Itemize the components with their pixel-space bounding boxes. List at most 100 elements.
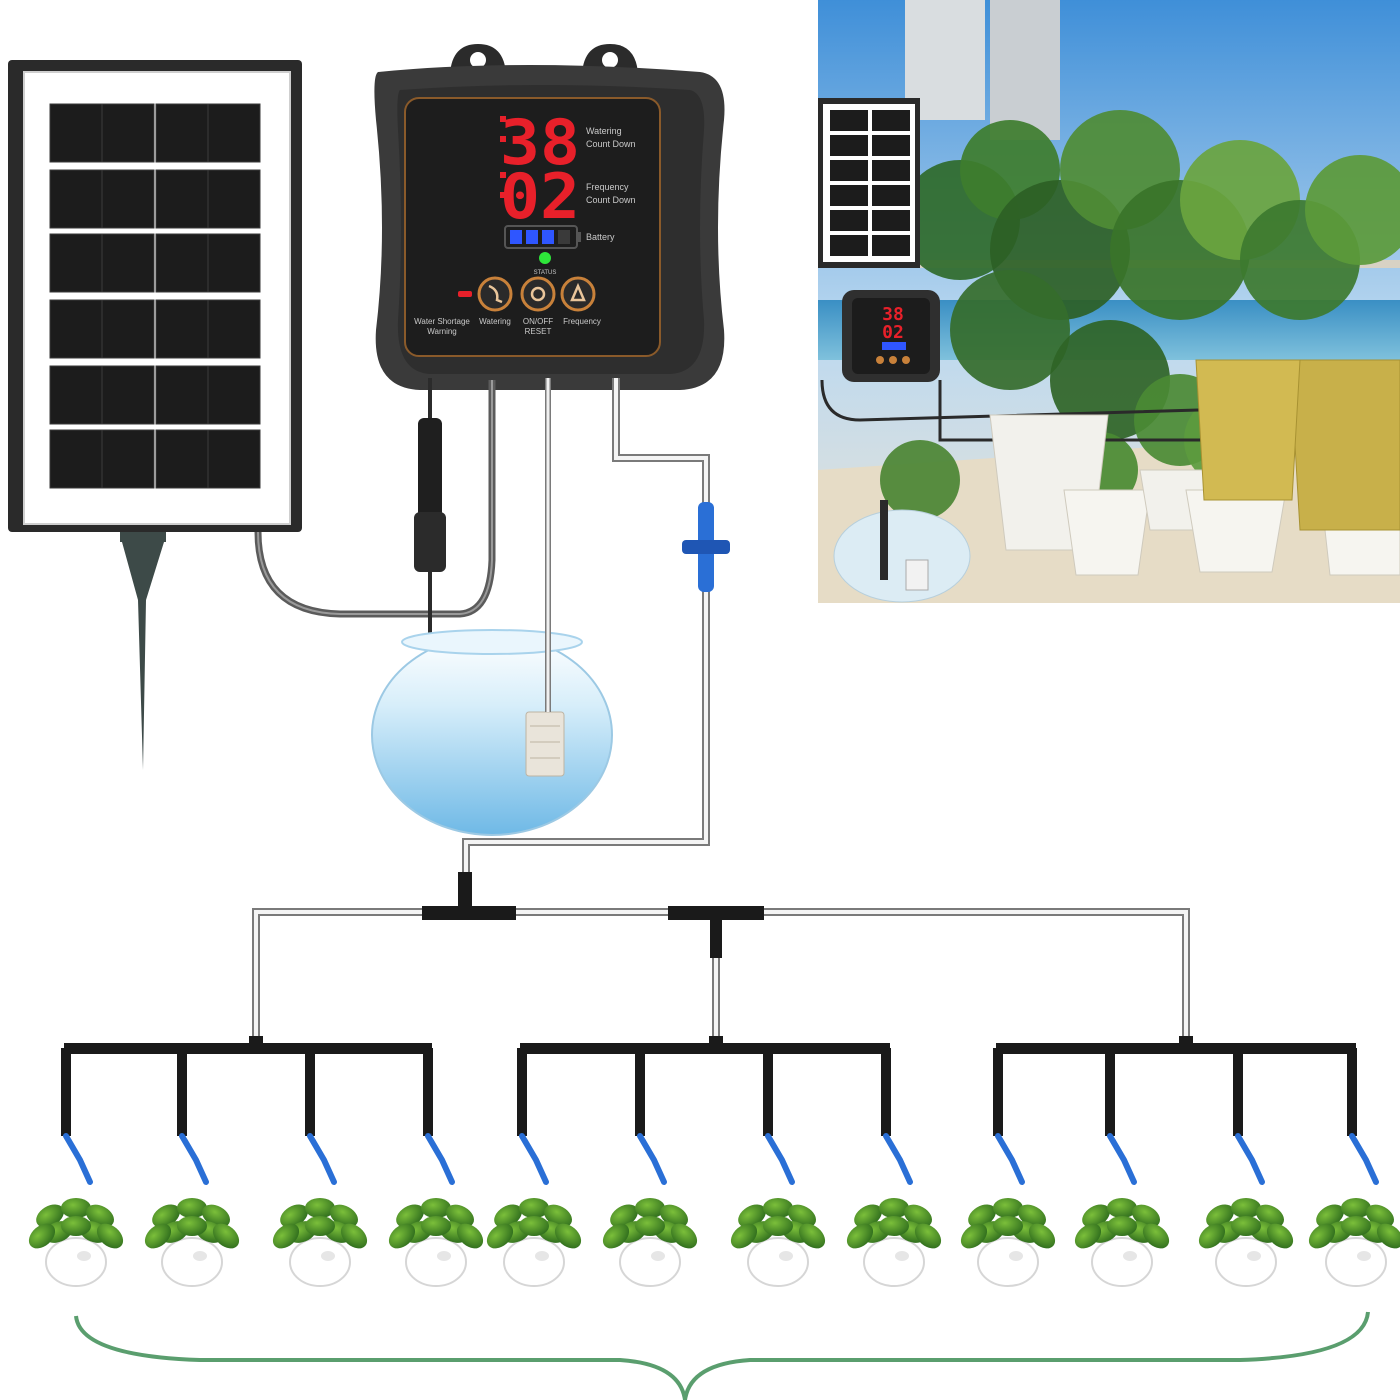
drip-stake [519,1133,549,1185]
plant-leaf [61,1198,91,1218]
plant-leaf [1308,1223,1336,1249]
frequency-button-label: Frequency [563,317,601,326]
indicator-dot [500,116,506,122]
plant-leaf [1107,1198,1137,1218]
watering-countdown-label: Count Down [586,139,636,149]
drip-line [61,1048,71,1136]
manifold-connector [249,1036,263,1046]
drip-line [1233,1048,1243,1136]
potted-plant [602,1198,698,1287]
watering-button[interactable] [477,276,513,312]
manifold-connector [1179,1036,1193,1046]
drip-line [1347,1048,1357,1136]
plant-pot [405,1237,467,1287]
plant-leaf [854,1204,882,1228]
manifold-pipe [64,1043,432,1054]
mini-solar-cell [830,235,868,256]
drip-line [517,1048,527,1136]
watering-button-label: Watering [479,317,511,326]
plant-leaf [396,1204,424,1228]
potted-plant [1308,1198,1400,1287]
water-reservoir [371,629,613,836]
power-icon [530,286,546,302]
plant-leaf [421,1198,451,1218]
plant-leaf [519,1216,549,1236]
battery-bar [526,230,538,244]
plant-leaf [212,1223,240,1249]
plant-leaf [993,1216,1023,1236]
plant-leaf [456,1223,484,1249]
plant-leaf [635,1216,665,1236]
plant-leaf [914,1223,942,1249]
drip-stake [1349,1133,1379,1185]
plant-leaf [670,1223,698,1249]
drip-line [993,1048,1003,1136]
plant-leaf [96,1223,124,1249]
potted-plant [846,1198,942,1287]
grouping-bracket [74,1311,1370,1400]
plant-leaf [494,1204,522,1228]
frequency-button[interactable] [560,276,596,312]
mini-solar-cell [830,185,868,206]
controller-unit: 38 02 Watering Count Down Frequency Coun… [374,44,725,390]
mini-solar-cell [830,160,868,181]
plant-leaf [177,1198,207,1218]
drip-stake [1107,1133,1137,1185]
plant-leaf [305,1198,335,1218]
installation-photo: 38 02 [818,0,1400,603]
manifold-connector [709,1036,723,1046]
frequency-countdown-label: Frequency [586,182,629,192]
drip-stake [425,1133,455,1185]
plant-leaf [1206,1204,1234,1228]
plant-pot [977,1237,1039,1287]
drip-stake [883,1133,913,1185]
mini-frequency-display: 02 [882,322,904,343]
plant-leaf [635,1198,665,1218]
plant-leaf [1376,1223,1400,1249]
plant-leaf [1341,1198,1371,1218]
battery-label: Battery [586,232,615,242]
indicator-dot [500,192,506,198]
mini-solar-cell [872,135,910,156]
drip-stake [307,1133,337,1185]
plant-pot [45,1237,107,1287]
frequency-countdown-label: Count Down [586,195,636,205]
potted-plant [1198,1198,1294,1287]
plant-leaf [1198,1223,1226,1249]
plant-leaf [960,1223,988,1249]
plant-leaf [968,1204,996,1228]
status-led [539,252,551,264]
status-label: STATUS [534,270,557,276]
mini-solar-cell [830,110,868,131]
potted-plant [28,1198,124,1287]
plant-leaf [1231,1216,1261,1236]
potted-plant [960,1198,1056,1287]
plant-pot [161,1237,223,1287]
battery-bar [510,230,522,244]
plant-leaf [1231,1198,1261,1218]
manifold-pipe [520,1043,890,1054]
frequency-countdown-display: 02 [500,160,580,233]
plant-leaf [602,1223,630,1249]
plant-leaf [763,1216,793,1236]
plant-leaf [1107,1216,1137,1236]
battery-bar [542,230,554,244]
mini-solar-cell [872,160,910,181]
drip-line [423,1048,433,1136]
plant-leaf [36,1204,64,1228]
water-shortage-led [458,291,472,297]
plant-leaf [1082,1204,1110,1228]
drip-stake [765,1133,795,1185]
plant-pot [289,1237,351,1287]
indicator-dot [500,172,506,178]
onoff-reset-button[interactable] [520,276,556,312]
drip-line [1105,1048,1115,1136]
plant-leaf [610,1204,638,1228]
plant-pot [747,1237,809,1287]
photo-bush [1305,155,1400,265]
plant-leaf [28,1223,56,1249]
plant-pot [1325,1237,1387,1287]
plant-leaf [519,1198,549,1218]
plant-leaf [798,1223,826,1249]
drip-manifolds [61,1036,1379,1185]
